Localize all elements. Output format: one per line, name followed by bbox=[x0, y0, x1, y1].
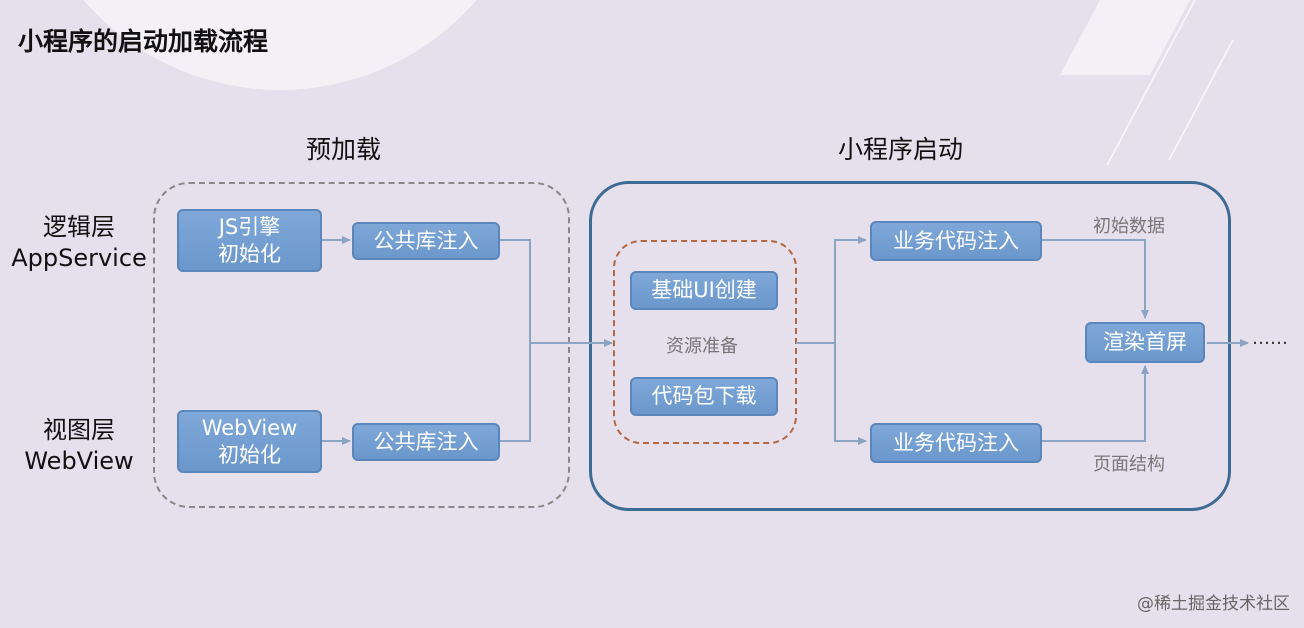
node-render-first-screen: 渲染首屏 bbox=[1085, 322, 1205, 363]
arrow-split-down bbox=[834, 343, 867, 445]
note-initial-data: 初始数据 bbox=[1093, 216, 1165, 237]
node-webview-init: WebView 初始化 bbox=[177, 410, 322, 473]
arrow-split-up bbox=[834, 236, 867, 343]
node-base-ui-create: 基础UI创建 bbox=[630, 271, 778, 310]
section-title-launch: 小程序启动 bbox=[838, 135, 964, 164]
arrow-page-structure bbox=[1042, 365, 1149, 442]
node-code-package-download: 代码包下载 bbox=[630, 377, 778, 416]
node-public-lib-inject-view: 公共库注入 bbox=[352, 423, 500, 461]
layer-label-view: 视图层 WebView bbox=[24, 416, 134, 475]
note-page-structure: 页面结构 bbox=[1093, 454, 1165, 475]
node-business-code-inject-view: 业务代码注入 bbox=[870, 423, 1042, 463]
note-continuation: …… bbox=[1252, 328, 1288, 349]
layer-label-logic: 逻辑层 AppService bbox=[11, 213, 147, 272]
arrow-logic-lib-merge bbox=[500, 239, 531, 343]
preload-group bbox=[153, 182, 570, 508]
section-title-preload: 预加载 bbox=[306, 135, 382, 164]
note-resource-prep: 资源准备 bbox=[666, 336, 738, 357]
node-business-code-inject-logic: 业务代码注入 bbox=[870, 221, 1042, 261]
arrow-initial-data bbox=[1042, 239, 1149, 319]
watermark: @稀土掘金技术社区 bbox=[1137, 594, 1290, 614]
arrow-view-lib-merge bbox=[500, 343, 531, 442]
node-js-engine-init: JS引擎 初始化 bbox=[177, 209, 322, 272]
node-public-lib-inject-logic: 公共库注入 bbox=[352, 222, 500, 260]
launch-group bbox=[589, 181, 1231, 511]
page-title: 小程序的启动加载流程 bbox=[18, 27, 269, 56]
